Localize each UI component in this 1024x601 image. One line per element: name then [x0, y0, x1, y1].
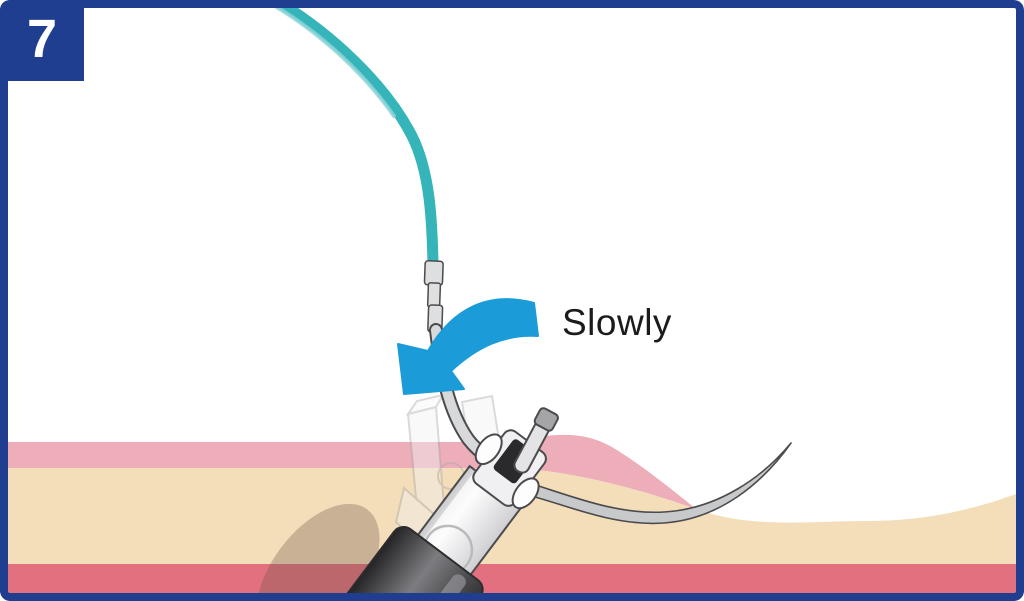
annotation-slowly: Slowly — [562, 302, 672, 343]
instrument-shadow — [256, 503, 380, 601]
step-badge: 7 — [0, 0, 84, 81]
skin-layer-muscle — [0, 564, 1024, 593]
instrument-lever — [513, 407, 559, 474]
tube-connector — [423, 260, 444, 333]
guide-tube-highlight — [273, 4, 396, 118]
shaft-highlight — [421, 472, 486, 551]
guide-tube — [279, 0, 439, 264]
suture-needle — [515, 442, 792, 525]
jaw-knob-right — [511, 477, 540, 510]
rotation-arrow-icon — [397, 298, 539, 395]
step-number: 7 — [26, 8, 58, 69]
jaw-knob-left — [474, 433, 503, 466]
lever-cap — [533, 407, 559, 432]
